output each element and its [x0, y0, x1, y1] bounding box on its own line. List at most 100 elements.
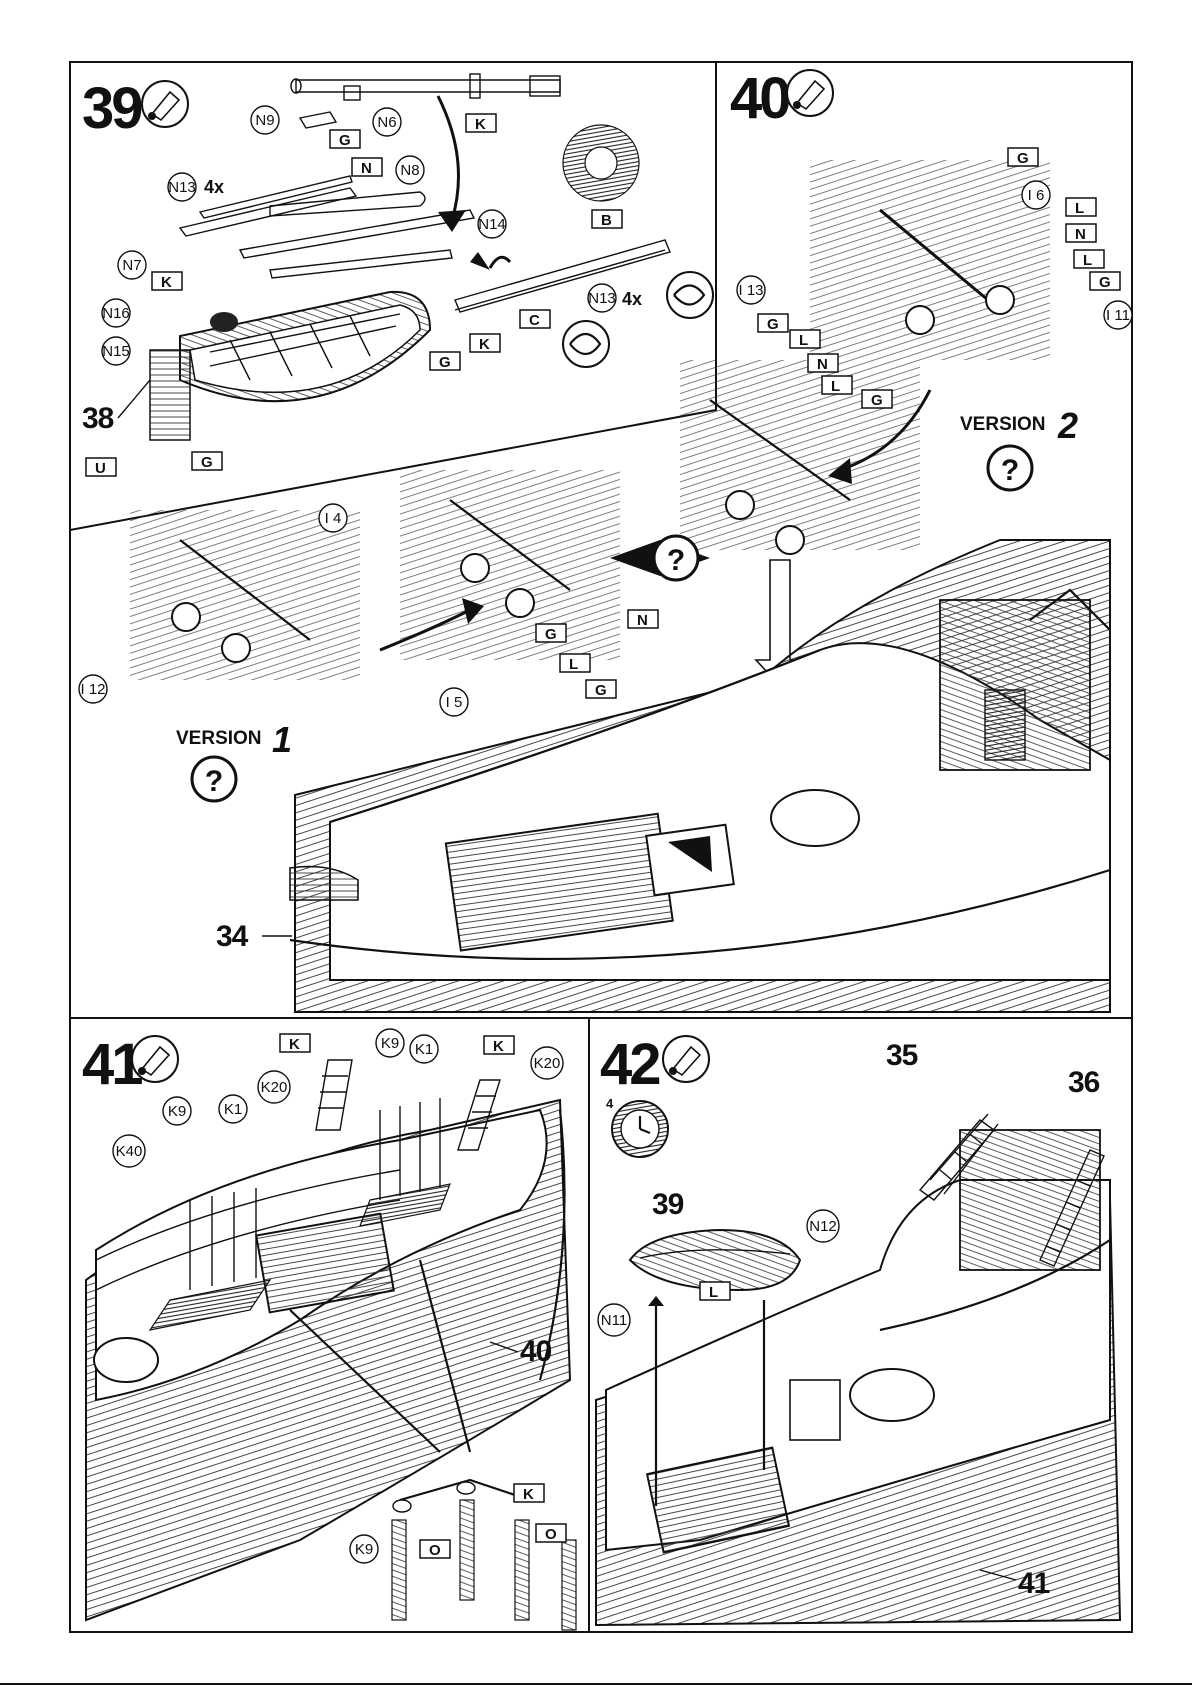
svg-text:K: K [523, 1486, 534, 1503]
svg-text:N8: N8 [400, 162, 419, 179]
rowboat [630, 1230, 800, 1290]
svg-text:C: C [529, 312, 540, 329]
clock-icon: 4 [606, 1096, 668, 1157]
step-number: 39 [82, 76, 142, 141]
version-2-label: VERSION 2 ? [960, 405, 1078, 490]
color-flag-l: L [1066, 198, 1096, 217]
svg-text:K9: K9 [355, 1541, 373, 1558]
svg-text:N: N [817, 356, 828, 373]
assembly-ref-36: 36 [1068, 1066, 1100, 1099]
step-39: 39 [82, 74, 713, 477]
svg-text:L: L [1075, 200, 1084, 217]
color-flag-k: K [470, 334, 500, 353]
svg-text:G: G [1099, 274, 1111, 291]
part-label-n15: N15 [102, 337, 130, 365]
svg-text:4x: 4x [622, 289, 642, 309]
cannon-detail-version-1 [130, 510, 360, 680]
svg-text:L: L [1083, 252, 1092, 269]
color-flag-g: G [192, 452, 222, 471]
svg-text:G: G [545, 626, 557, 643]
svg-text:G: G [201, 454, 213, 471]
svg-text:?: ? [667, 544, 685, 577]
step-42: 42 4 [596, 1032, 1120, 1625]
knot-detail-1 [563, 321, 609, 367]
color-flag-l: L [822, 376, 852, 395]
color-flag-k: K [152, 272, 182, 291]
svg-text:G: G [767, 316, 779, 333]
svg-text:N6: N6 [377, 114, 396, 131]
svg-text:I 13: I 13 [738, 282, 763, 299]
cannon-detail-version-2-middle [680, 360, 920, 554]
svg-text:?: ? [205, 765, 223, 798]
color-flag-g: G [330, 130, 360, 149]
color-flag-n: N [628, 610, 658, 629]
part-label-n13: N13 4x [168, 173, 224, 201]
svg-text:N16: N16 [102, 305, 130, 322]
svg-text:K: K [479, 336, 490, 353]
part-label-i12: I 12 [79, 675, 107, 703]
rope-coil [563, 125, 639, 201]
assembly-ref-39: 39 [652, 1188, 684, 1221]
color-flag-g: G [430, 352, 460, 371]
glue-tube-icon [787, 70, 833, 116]
color-flag-o: O [420, 1540, 450, 1559]
step-40: 40 [79, 66, 1132, 1012]
glue-tube-icon [142, 81, 188, 127]
part-label-k9-c: K9 [350, 1535, 378, 1563]
svg-text:G: G [339, 132, 351, 149]
part-label-n13-b: N13 4x [588, 284, 642, 312]
svg-text:B: B [601, 212, 612, 229]
color-flag-k: K [514, 1484, 544, 1503]
svg-text:O: O [545, 1526, 557, 1543]
assembly-ref-35: 35 [886, 1039, 918, 1072]
color-flag-g: G [586, 680, 616, 699]
part-label-k20-b: K20 [531, 1047, 563, 1079]
svg-text:N12: N12 [809, 1218, 837, 1235]
assembly-ref: 38 [82, 402, 114, 435]
part-label-k1-b: K1 [219, 1095, 247, 1123]
part-label-k1: K1 [410, 1035, 438, 1063]
svg-text:I 5: I 5 [446, 694, 463, 711]
color-flag-g: G [758, 314, 788, 333]
glue-tube-icon [663, 1036, 709, 1082]
part-label-k9: K9 [376, 1029, 404, 1057]
svg-text:N13: N13 [168, 179, 196, 196]
svg-text:N: N [1075, 226, 1086, 243]
svg-text:K: K [493, 1038, 504, 1055]
svg-text:N15: N15 [102, 343, 130, 360]
color-flag-n: N [808, 354, 838, 373]
svg-text:G: G [595, 682, 607, 699]
svg-text:G: G [439, 354, 451, 371]
color-flag-k: K [466, 114, 496, 133]
oars-part [180, 176, 474, 278]
curved-arrow [438, 96, 458, 220]
svg-text:L: L [831, 378, 840, 395]
part-label-i4: I 4 [319, 504, 347, 532]
color-flag-k: K [280, 1034, 310, 1053]
color-flag-g: G [862, 390, 892, 409]
color-flag-o: O [536, 1524, 566, 1543]
svg-text:I 4: I 4 [325, 510, 342, 527]
version-1-label: VERSION 1 ? [176, 719, 292, 801]
color-flag-n: N [1066, 224, 1096, 243]
knot-detail-2 [667, 272, 713, 318]
svg-text:K1: K1 [224, 1101, 242, 1118]
part-label-n14: N14 [478, 210, 506, 238]
svg-text:4x: 4x [204, 177, 224, 197]
svg-text:I 6: I 6 [1028, 187, 1045, 204]
rowboat [150, 292, 430, 440]
part-label-k9-b: K9 [163, 1097, 191, 1125]
step-number: 42 [600, 1032, 659, 1097]
ship-hull [86, 1100, 570, 1620]
svg-text:2: 2 [1057, 405, 1078, 446]
svg-text:K1: K1 [415, 1041, 433, 1058]
part-label-n9: N9 [251, 106, 279, 134]
svg-text:L: L [799, 332, 808, 349]
svg-text:VERSION: VERSION [176, 728, 262, 749]
part-label-k40: K40 [113, 1135, 145, 1167]
svg-text:K: K [161, 274, 172, 291]
part-label-n16: N16 [102, 299, 130, 327]
color-flag-k: K [484, 1036, 514, 1055]
svg-text:N9: N9 [255, 112, 274, 129]
svg-text:L: L [709, 1284, 718, 1301]
